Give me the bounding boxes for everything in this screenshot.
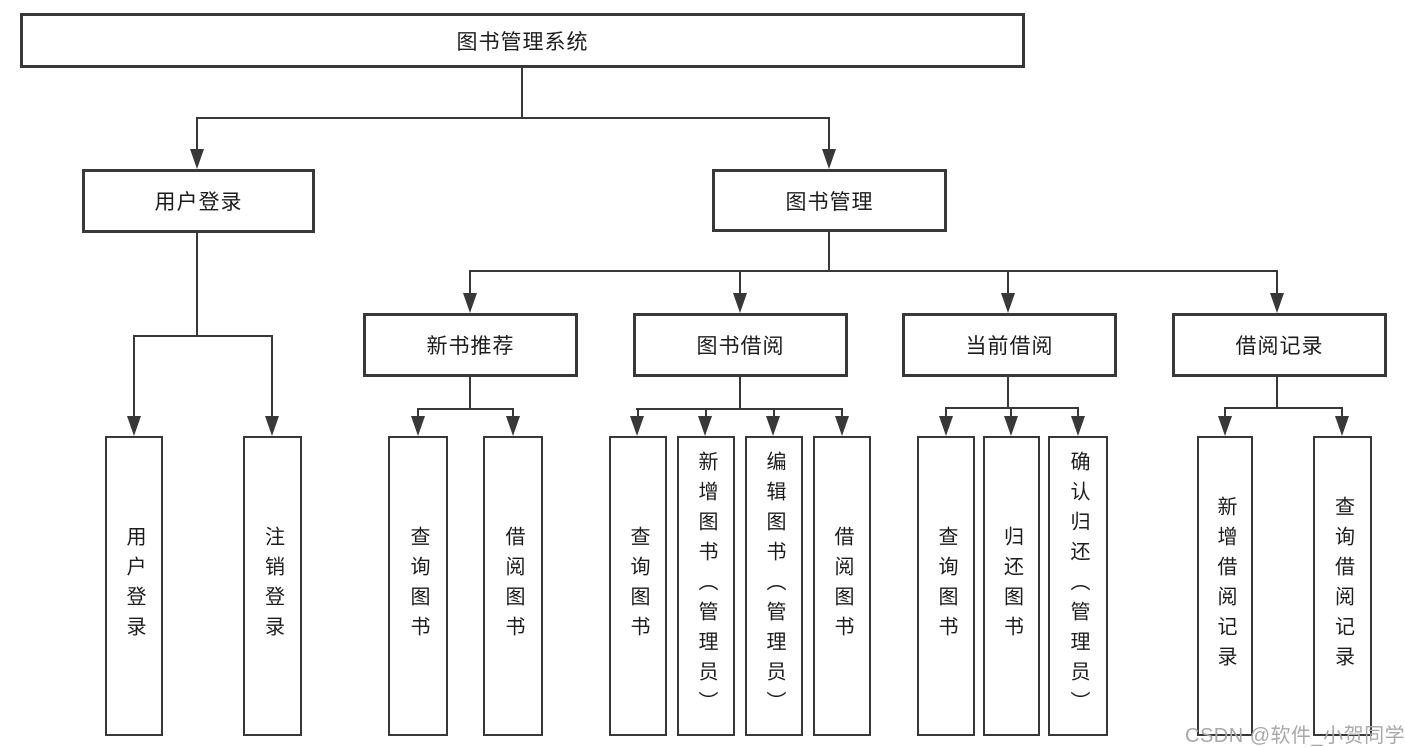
arrow-down-icon [1004,416,1018,436]
connector-section-stem [1007,377,1009,407]
leaf-query-books-borrow-label: 查询图书 [627,526,649,646]
connector-book-management-stem [828,232,830,270]
connector-drop-book-management [828,117,830,153]
connector-leaf-bar [945,407,1079,409]
arrow-down-icon [766,416,780,436]
connector-root-stem [521,68,523,117]
arrow-down-icon [190,149,204,169]
arrow-down-icon [127,416,141,436]
node-user-login: 用户登录 [82,169,315,233]
leaf-query-borrow-record: 查询借阅记录 [1313,436,1372,736]
connector-leaf-bar [417,408,514,410]
arrow-down-icon [835,416,849,436]
connector-leaf-bar [1224,407,1343,409]
leaf-return-books: 归还图书 [983,436,1040,736]
arrow-down-icon [698,416,712,436]
leaf-borrow-books-recommend: 借阅图书 [483,436,543,736]
leaf-return-books-label: 归还图书 [1000,526,1023,646]
leaf-user-login: 用户登录 [105,436,163,736]
node-book-management: 图书管理 [712,169,947,232]
connector-drop-section [469,270,471,297]
csdn-watermark: CSDN @软件_小贺同学 [1185,725,1405,747]
node-root: 图书管理系统 [20,13,1025,68]
connector-leaf-bar [636,408,843,410]
connector-user-login-stem [196,233,198,335]
leaf-borrow-books-recommend-label: 借阅图书 [502,526,524,646]
connector-drop-leaf [1341,407,1343,418]
leaf-add-books-admin: 新增图书（管理员） [677,436,735,736]
connector-level3-bar [469,270,1278,272]
arrow-down-icon [265,416,279,436]
connector-drop-leaf [417,408,419,418]
connector-drop-leaf [637,408,639,418]
leaf-add-borrow-record-label: 新增借阅记录 [1214,496,1236,676]
node-borrow-records: 借阅记录 [1172,313,1387,377]
arrow-down-icon [1270,293,1284,313]
arrow-down-icon [411,416,425,436]
arrow-down-icon [1218,416,1232,436]
leaf-confirm-return-admin: 确认归还（管理员） [1048,436,1108,736]
arrow-down-icon [733,293,747,313]
connector-user-login-bar [133,335,273,337]
connector-drop-leaf [1010,407,1012,418]
node-new-book-recommend: 新书推荐 [363,313,578,377]
leaf-edit-books-admin: 编辑图书（管理员） [745,436,803,736]
leaf-query-books-borrow: 查询图书 [609,436,667,736]
arrow-down-icon [463,293,477,313]
connector-drop-leaf [1077,407,1079,418]
connector-level2-bar [196,117,830,119]
leaf-add-books-admin-label: 新增图书（管理员） [695,451,717,721]
leaf-borrow-books-label: 借阅图书 [831,526,853,646]
connector-drop-leaf [705,408,707,418]
arrow-down-icon [822,149,836,169]
leaf-confirm-return-admin-label: 确认归还（管理员） [1067,451,1089,721]
connector-drop-section [1007,270,1009,297]
arrow-down-icon [1335,416,1349,436]
leaf-query-books-recommend-label: 查询图书 [407,526,429,646]
connector-drop-leaf [773,408,775,418]
leaf-add-borrow-record: 新增借阅记录 [1197,436,1253,736]
connector-section-stem [1276,377,1278,407]
leaf-query-books-current: 查询图书 [917,436,975,736]
node-current-borrow: 当前借阅 [902,313,1117,377]
connector-drop-user-login [196,117,198,153]
connector-drop-leaf [133,335,135,420]
node-borrow-records-label: 借阅记录 [1235,335,1324,358]
leaf-query-borrow-record-label: 查询借阅记录 [1331,496,1354,676]
node-root-label: 图书管理系统 [456,30,589,54]
leaf-logout: 注销登录 [243,436,302,736]
leaf-user-login-label: 用户登录 [123,526,145,646]
connector-drop-leaf [1224,407,1226,418]
node-user-login-label: 用户登录 [154,191,243,214]
connector-drop-leaf [945,407,947,418]
node-book-borrow: 图书借阅 [633,313,848,377]
leaf-borrow-books: 借阅图书 [813,436,871,736]
arrow-down-icon [630,416,644,436]
connector-drop-leaf [271,335,273,420]
leaf-query-books-recommend: 查询图书 [388,436,448,736]
node-new-book-recommend-label: 新书推荐 [426,335,515,358]
connector-drop-leaf [512,408,514,418]
arrow-down-icon [939,416,953,436]
connector-drop-leaf [841,408,843,418]
arrow-down-icon [1071,416,1085,436]
node-current-borrow-label: 当前借阅 [965,335,1054,358]
leaf-edit-books-admin-label: 编辑图书（管理员） [763,451,785,721]
arrow-down-icon [506,416,520,436]
arrow-down-icon [1001,293,1015,313]
connector-drop-section [1276,270,1278,297]
node-book-management-label: 图书管理 [785,190,874,214]
leaf-query-books-current-label: 查询图书 [935,526,957,646]
leaf-logout-label: 注销登录 [261,526,284,646]
node-book-borrow-label: 图书借阅 [696,335,785,358]
connector-section-stem [469,377,471,408]
connector-drop-section [739,270,741,297]
connector-section-stem [739,377,741,408]
